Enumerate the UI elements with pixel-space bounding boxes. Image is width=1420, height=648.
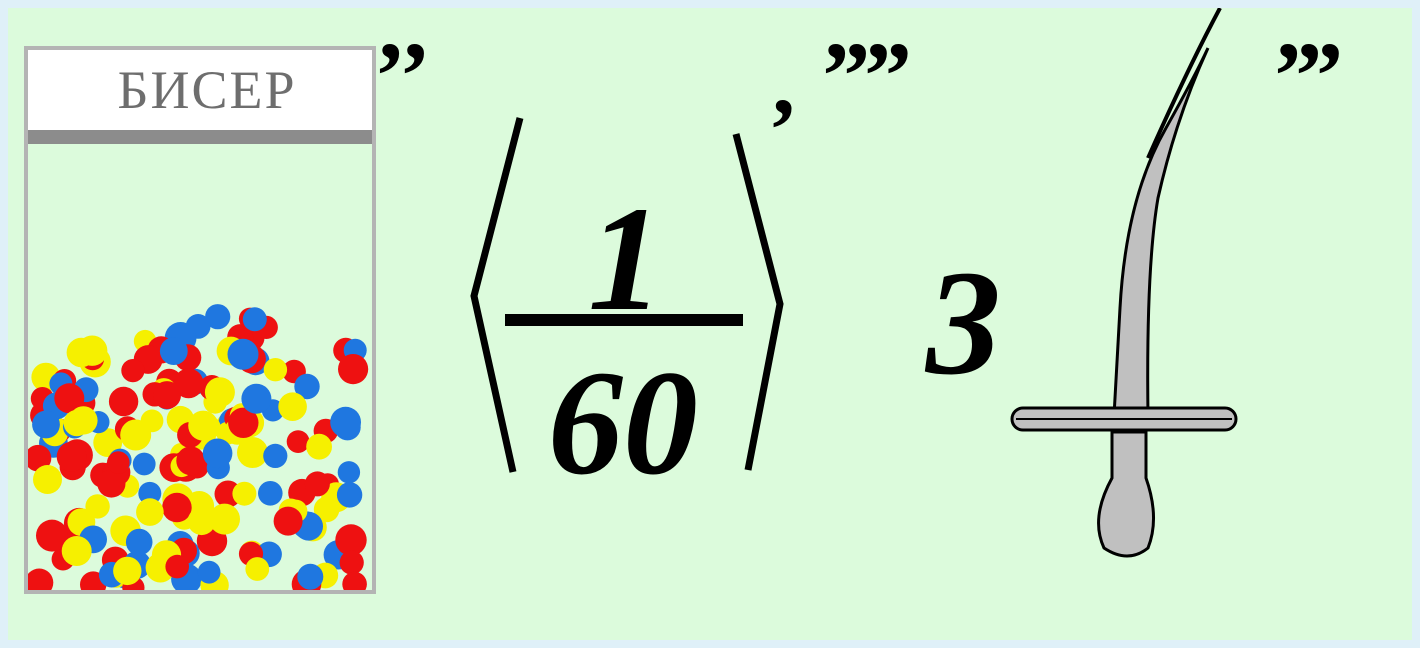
bead <box>306 433 332 460</box>
bead <box>176 446 206 476</box>
bead <box>108 386 139 417</box>
fraction-prime: ’ <box>768 81 798 180</box>
bead <box>120 419 152 451</box>
bead <box>297 563 324 590</box>
bead <box>241 383 272 414</box>
bead <box>107 451 130 474</box>
bead <box>66 337 96 368</box>
bead <box>338 354 369 385</box>
quotes-after-fraction: ’’’’ <box>820 22 914 129</box>
right-angle-bracket <box>732 133 784 471</box>
bead <box>258 481 283 506</box>
puzzle-canvas: БИСЕР ’’ 1 60 ’ ’’’’ 3 ’’’ <box>8 8 1412 640</box>
bead-jar: БИСЕР <box>24 46 376 594</box>
bead <box>330 406 361 438</box>
left-angle-bracket <box>470 117 524 473</box>
bead <box>93 428 123 457</box>
bead <box>188 410 219 441</box>
needle-blade <box>1112 47 1210 418</box>
bead <box>138 481 162 505</box>
bead <box>204 377 235 408</box>
bead <box>136 498 164 526</box>
bead <box>197 560 221 584</box>
bead <box>313 496 340 523</box>
bead <box>335 524 367 556</box>
bead <box>85 494 110 519</box>
bead <box>162 492 192 523</box>
bead <box>173 368 204 399</box>
bead <box>273 506 303 536</box>
needle-thread <box>1146 8 1222 159</box>
bead <box>304 471 330 497</box>
multiplier-number: 3 <box>926 240 1001 406</box>
bead <box>125 528 153 556</box>
bead <box>32 410 60 439</box>
bead <box>278 392 307 422</box>
bead <box>187 507 216 536</box>
quotes-after-needle: ’’’ <box>1272 22 1346 129</box>
needle-handle <box>1097 430 1156 558</box>
bead <box>232 481 257 506</box>
bead <box>33 465 62 494</box>
bead <box>294 373 320 400</box>
fraction-denominator: 60 <box>548 340 698 506</box>
bead <box>36 519 68 552</box>
bead <box>97 469 126 498</box>
fraction-numerator: 1 <box>588 176 663 342</box>
bead <box>342 571 367 590</box>
bead <box>54 383 85 414</box>
bead <box>286 430 310 453</box>
quotes-after-box: ’’ <box>374 22 431 129</box>
bead <box>113 556 142 586</box>
bead <box>132 452 156 476</box>
bead <box>28 568 54 590</box>
bead <box>336 482 363 508</box>
bead <box>153 381 181 410</box>
bead <box>263 443 288 468</box>
bead <box>209 503 240 535</box>
bead <box>121 359 145 383</box>
fraction-bar <box>505 314 743 326</box>
bead <box>61 536 92 566</box>
bead <box>165 554 189 579</box>
bead <box>159 337 188 365</box>
bead <box>56 441 87 472</box>
bead <box>245 557 270 581</box>
needle-illustration <box>1010 8 1238 558</box>
bead <box>228 407 259 438</box>
fraction-brackets <box>470 117 784 473</box>
bead <box>237 437 268 468</box>
bead <box>28 444 52 472</box>
bead <box>242 307 267 332</box>
bead <box>339 550 364 575</box>
bead <box>227 338 259 370</box>
beads-illustration <box>28 304 369 590</box>
bead <box>263 358 288 382</box>
bead <box>337 461 361 484</box>
bead-jar-label: БИСЕР <box>28 50 372 144</box>
bead <box>69 406 98 435</box>
bead <box>202 438 233 469</box>
bead <box>205 304 231 330</box>
